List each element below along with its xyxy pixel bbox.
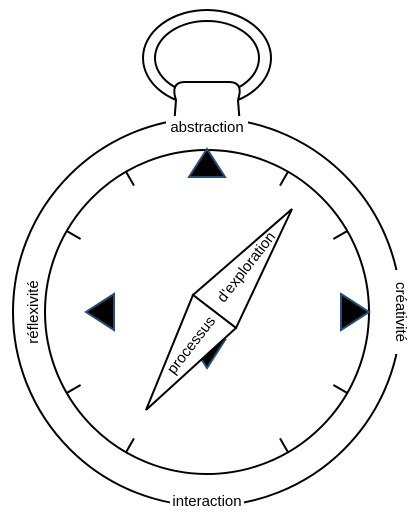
label-bottom: interaction <box>172 493 241 510</box>
label-top: abstraction <box>170 119 243 136</box>
label-right: créativité <box>392 282 409 342</box>
label-left: réflexivité <box>25 280 42 343</box>
